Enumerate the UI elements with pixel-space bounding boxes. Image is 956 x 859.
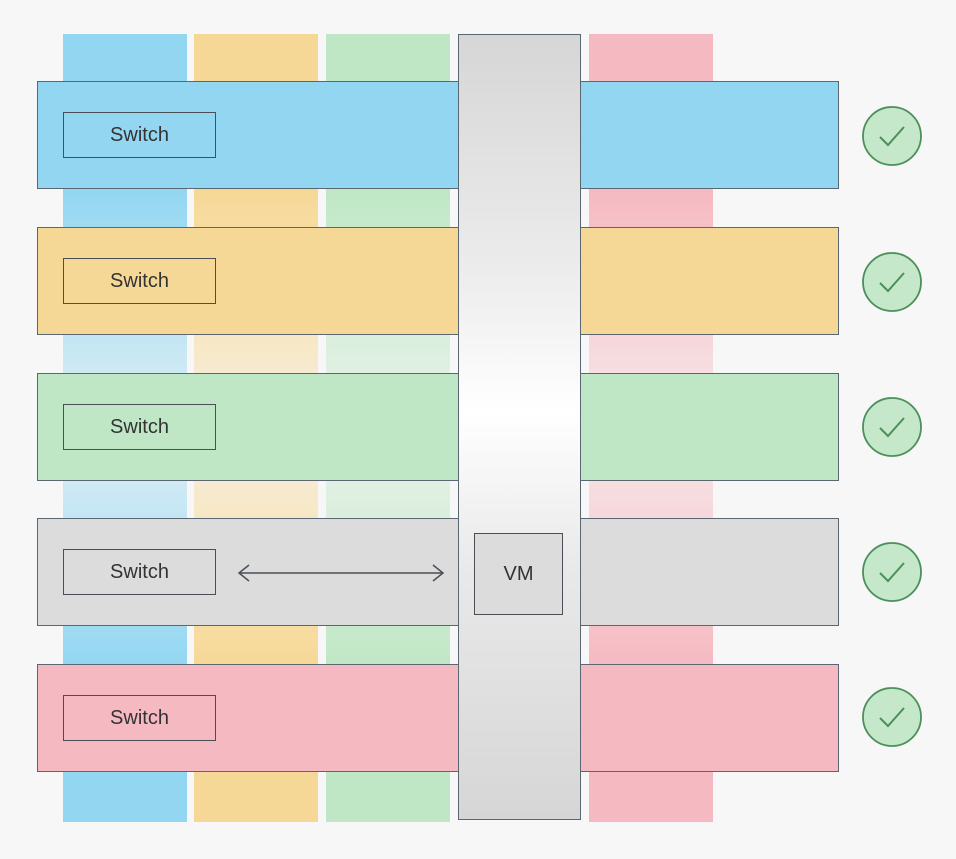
switch-label: Switch [110, 706, 169, 729]
vm-box[interactable]: VM [474, 533, 563, 615]
check-circle-icon [862, 106, 922, 166]
switch-box[interactable]: Switch [63, 258, 216, 304]
switch-label: Switch [110, 123, 169, 146]
check-circle-icon [862, 397, 922, 457]
switch-box[interactable]: Switch [63, 549, 216, 595]
check-circle-icon [862, 687, 922, 747]
switch-band-blue: Switch [37, 81, 839, 189]
switch-label: Switch [110, 560, 169, 583]
switch-label: Switch [110, 269, 169, 292]
check-circle-icon [862, 252, 922, 312]
switch-box[interactable]: Switch [63, 112, 216, 158]
switch-band-yellow: Switch [37, 227, 839, 335]
check-circle-icon [862, 542, 922, 602]
double-arrow-icon [237, 564, 445, 582]
vm-label: VM [503, 562, 534, 585]
switch-box[interactable]: Switch [63, 404, 216, 450]
vm-column: VM [458, 34, 581, 820]
switch-band-green: Switch [37, 373, 839, 481]
switch-band-gray: Switch [37, 518, 839, 626]
switch-box[interactable]: Switch [63, 695, 216, 741]
switch-band-pink: Switch [37, 664, 839, 772]
switch-label: Switch [110, 415, 169, 438]
